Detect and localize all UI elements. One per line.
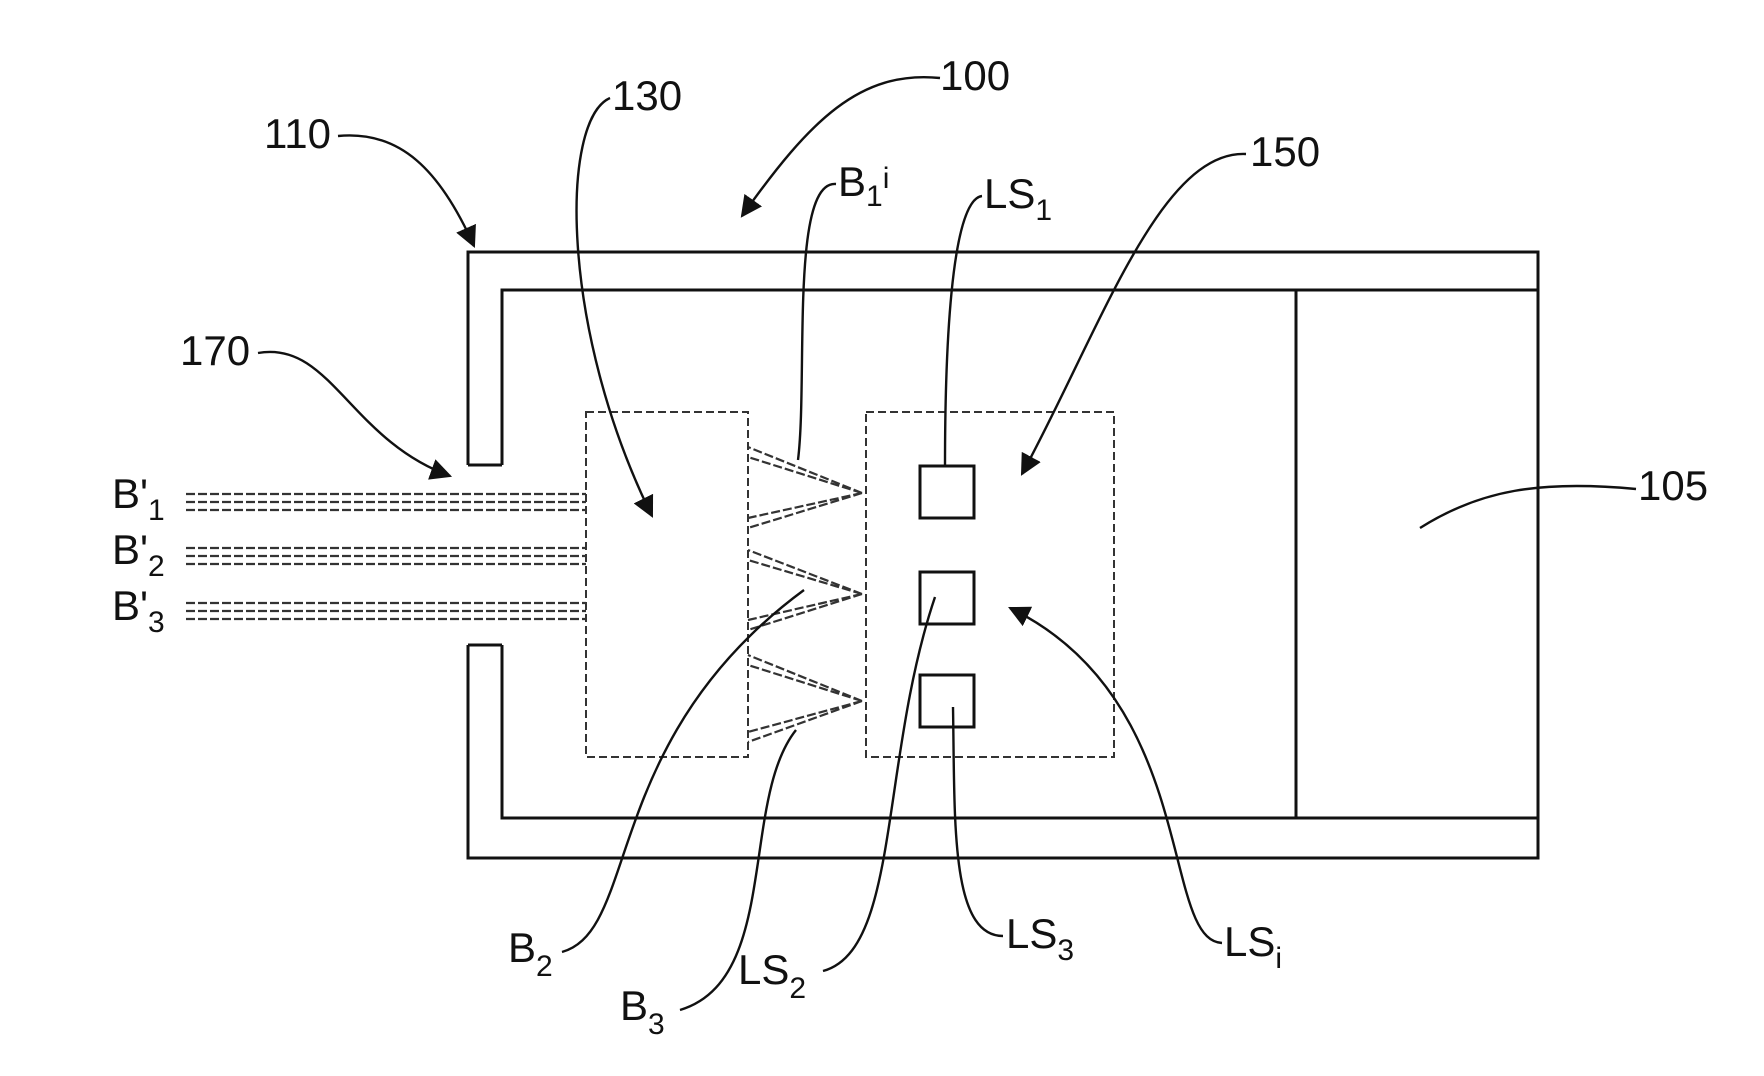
optics-block xyxy=(586,412,748,757)
leader-110 xyxy=(338,135,474,246)
label-100: 100 xyxy=(940,52,1010,99)
leader-130 xyxy=(577,98,652,516)
leader-b1 xyxy=(798,184,836,460)
leader-ls3 xyxy=(953,707,1003,936)
source-array-block xyxy=(866,412,1114,757)
label-ls1: LS1 xyxy=(984,170,1052,227)
label-ls2: LS2 xyxy=(738,946,806,1005)
diverging-beams xyxy=(748,447,862,742)
label-b3: B3 xyxy=(620,982,665,1041)
leader-lines xyxy=(258,77,1636,1010)
light-source-3 xyxy=(920,675,974,727)
label-b1: B1i xyxy=(838,158,889,213)
leader-ls2 xyxy=(823,597,935,971)
label-out-b3: B'3 xyxy=(112,582,165,639)
label-ls3: LS3 xyxy=(1006,910,1074,967)
label-110: 110 xyxy=(264,110,331,157)
housing-inner xyxy=(502,290,1538,818)
label-out-b1: B'1 xyxy=(112,470,165,527)
label-lsi: LSi xyxy=(1224,918,1282,975)
leader-lsi xyxy=(1010,608,1222,943)
leader-170 xyxy=(258,352,450,476)
leader-ls1 xyxy=(945,196,982,466)
label-out-b2: B'2 xyxy=(112,526,165,583)
label-b2: B2 xyxy=(508,924,553,983)
output-beams xyxy=(186,494,586,619)
label-105: 105 xyxy=(1638,462,1708,509)
light-source-1 xyxy=(920,466,974,518)
label-150: 150 xyxy=(1250,128,1320,175)
housing-outer-top xyxy=(468,252,1538,858)
leader-105 xyxy=(1420,486,1636,528)
label-130: 130 xyxy=(612,72,682,119)
label-170: 170 xyxy=(180,327,250,374)
leader-b2 xyxy=(562,590,804,952)
leader-150 xyxy=(1022,154,1246,474)
housing xyxy=(468,252,1538,858)
